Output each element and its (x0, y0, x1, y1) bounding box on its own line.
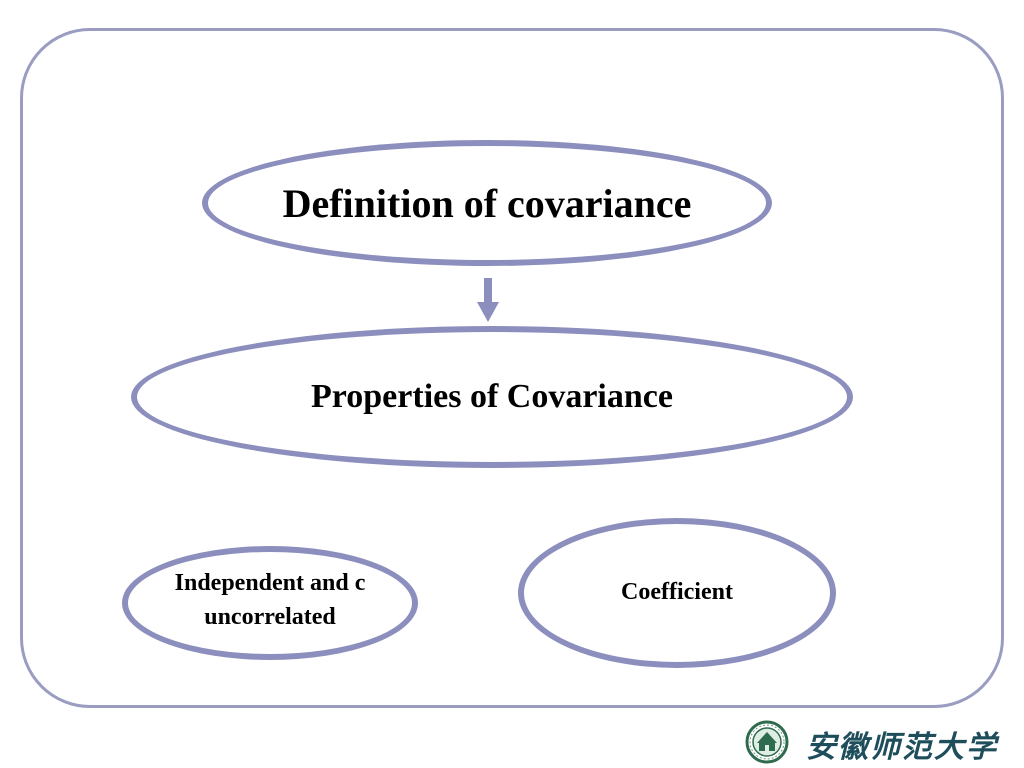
properties-oval: Properties of Covariance (131, 326, 853, 468)
coefficient-oval: Coefficient (518, 518, 836, 668)
university-name: 安徽师范大学 (806, 730, 998, 765)
independent-label-line2: uncorrelated (204, 604, 336, 630)
properties-label: Properties of Covariance (311, 378, 673, 415)
university-seal-icon (745, 720, 789, 764)
definition-label: Definition of covariance (282, 180, 692, 226)
slide-frame (20, 28, 1004, 708)
independent-oval: Independent and c uncorrelated (122, 546, 418, 660)
down-arrow-icon (477, 278, 499, 322)
coefficient-label: Coefficient (621, 578, 733, 605)
independent-label-line1: Independent and c (174, 570, 366, 597)
definition-oval: Definition of covariance (202, 140, 772, 266)
